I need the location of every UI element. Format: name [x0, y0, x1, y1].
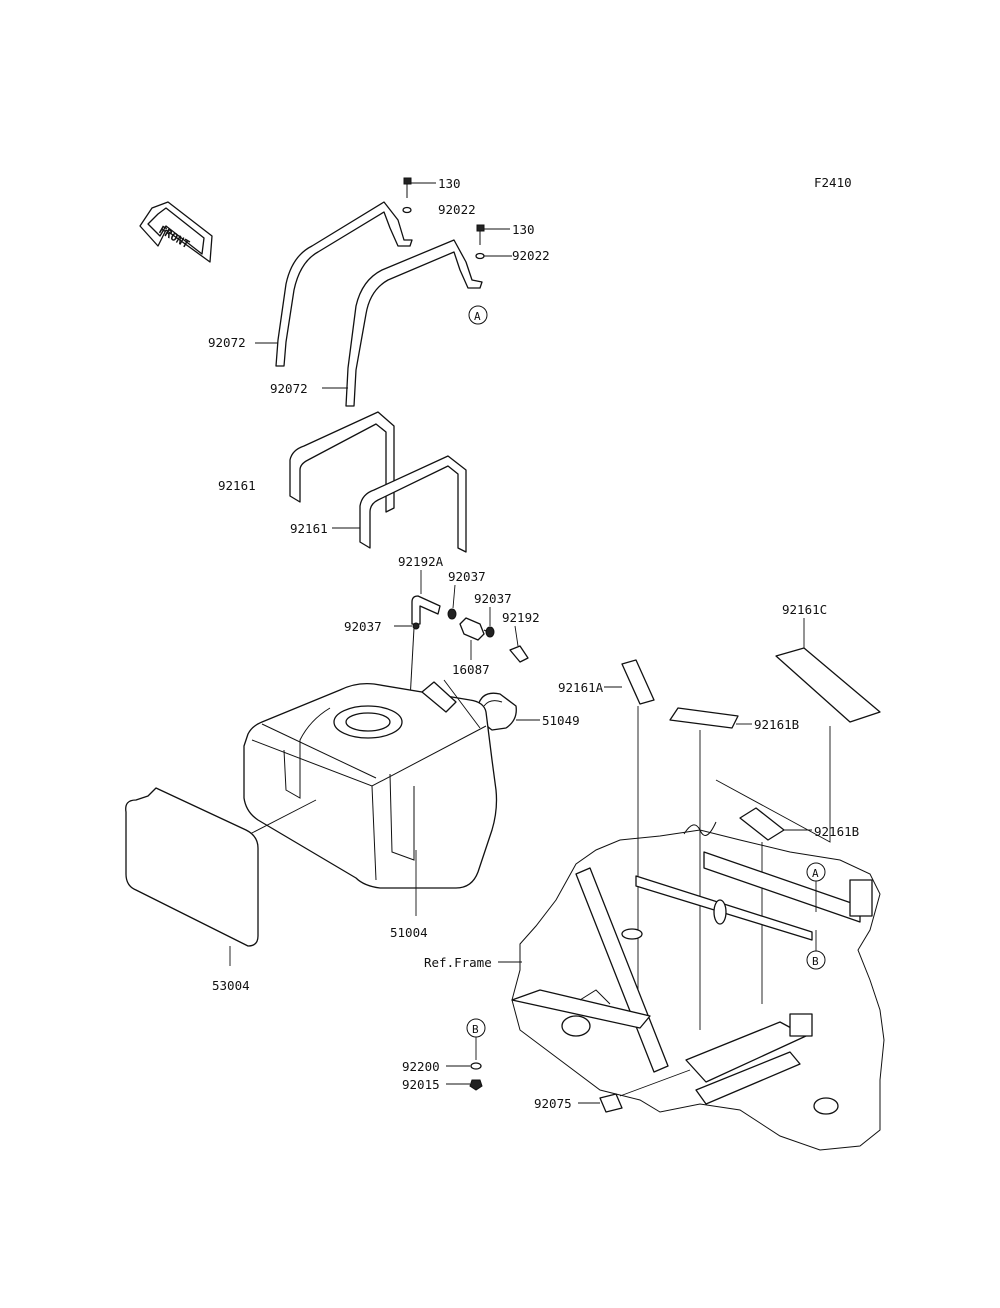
label-92161B-b: 92161B — [814, 824, 859, 839]
nut-92015 — [469, 1079, 483, 1091]
pad-92161B-a — [669, 707, 739, 729]
label-ref-frame: Ref.Frame — [424, 955, 492, 970]
guard-53004 — [125, 787, 259, 947]
fitting-92192 — [509, 645, 529, 663]
label-92072-b: 92072 — [270, 381, 308, 396]
callout-a-frame: A — [806, 862, 826, 912]
frame-reference — [511, 821, 885, 1151]
figure-code: F2410 — [814, 175, 852, 190]
hose-92192A — [409, 595, 441, 701]
label-92075: 92075 — [534, 1096, 572, 1111]
pad-92161-b — [359, 455, 467, 553]
clamp-92037-b — [485, 626, 495, 638]
strap-92072-b — [345, 239, 483, 407]
label-92192: 92192 — [502, 610, 540, 625]
svg-text:B: B — [472, 1023, 479, 1036]
label-92161-a: 92161 — [218, 478, 256, 493]
pad-92161-a — [289, 411, 395, 513]
label-130-a: 130 — [438, 176, 461, 191]
washer-92022-a-shape — [402, 206, 412, 214]
callout-a-top: A — [468, 305, 488, 325]
clamp-92037-a — [447, 608, 457, 620]
label-51004: 51004 — [390, 925, 428, 940]
svg-text:A: A — [474, 310, 481, 323]
callout-b-lower: B — [466, 1018, 486, 1060]
callout-b-frame: B — [806, 930, 826, 970]
valve-16087 — [459, 617, 493, 641]
svg-text:B: B — [812, 955, 819, 968]
label-130-b: 130 — [512, 222, 535, 237]
label-53004: 53004 — [212, 978, 250, 993]
bolt-130-b — [475, 224, 512, 260]
label-92161A: 92161A — [558, 680, 604, 695]
label-16087: 16087 — [452, 662, 490, 677]
label-92037-a: 92037 — [448, 569, 486, 584]
fuel-tank-51004 — [243, 681, 498, 889]
pad-92075 — [599, 1093, 623, 1113]
bolt-130-a — [402, 177, 436, 214]
label-92022-b: 92022 — [512, 248, 550, 263]
strap-92072-a — [275, 201, 413, 367]
label-92161-b: 92161 — [290, 521, 328, 536]
label-92161B-a: 92161B — [754, 717, 799, 732]
clamp-92037-c — [412, 622, 420, 630]
label-51049: 51049 — [542, 713, 580, 728]
pad-92161B-b — [739, 807, 785, 841]
label-92161C: 92161C — [782, 602, 827, 617]
pad-92161C — [775, 647, 881, 723]
label-92072-a: 92072 — [208, 335, 246, 350]
pad-92161A — [621, 659, 655, 705]
label-92200: 92200 — [402, 1059, 440, 1074]
label-92022-a: 92022 — [438, 202, 476, 217]
label-92037-b: 92037 — [474, 591, 512, 606]
label-92037-c: 92037 — [344, 619, 382, 634]
front-arrow-icon: FRONT — [139, 201, 213, 263]
label-92015: 92015 — [402, 1077, 440, 1092]
svg-text:A: A — [812, 867, 819, 880]
label-92192A: 92192A — [398, 554, 444, 569]
collar-92200 — [470, 1062, 482, 1070]
